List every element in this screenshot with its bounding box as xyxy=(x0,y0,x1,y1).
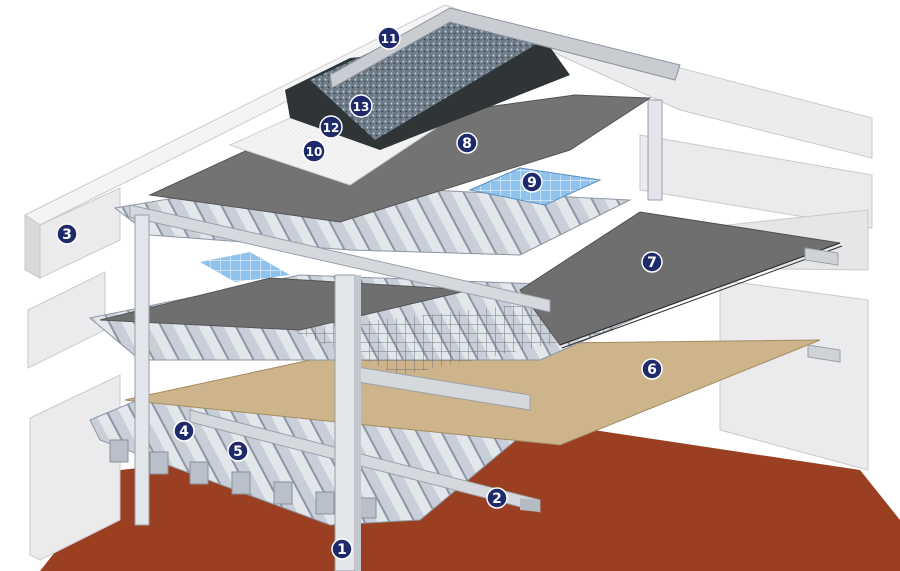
callout-4-label: 4 xyxy=(179,424,189,440)
callout-10: 10 xyxy=(302,139,326,163)
column-right-top xyxy=(647,99,663,201)
callout-2: 2 xyxy=(486,487,508,509)
callout-5-label: 5 xyxy=(233,444,243,460)
callout-10-label: 10 xyxy=(306,145,323,159)
beam-level-3 xyxy=(129,204,551,313)
slab-7-edge-rebar xyxy=(559,242,843,349)
roof-edge-11 xyxy=(329,7,681,89)
callout-3: 3 xyxy=(56,223,78,245)
callout-8: 8 xyxy=(456,132,478,154)
callout-12: 12 xyxy=(319,115,343,139)
callout-1-label: 1 xyxy=(337,542,347,558)
callout-4: 4 xyxy=(173,420,195,442)
callout-9-label: 9 xyxy=(527,175,537,191)
callout-7-label: 7 xyxy=(647,255,657,271)
main-beam-2 xyxy=(189,409,541,513)
deck-ribs-level-1 xyxy=(109,439,377,519)
callout-5: 5 xyxy=(227,440,249,462)
callouts: 1 2 3 4 5 6 7 8 xyxy=(56,26,663,560)
callout-2-label: 2 xyxy=(492,491,502,507)
callout-6: 6 xyxy=(641,358,663,380)
callout-11-label: 11 xyxy=(381,32,398,46)
mesh-insert-lower xyxy=(200,252,290,282)
callout-12-label: 12 xyxy=(323,121,340,135)
callout-1: 1 xyxy=(331,538,353,560)
callout-13: 13 xyxy=(349,94,373,118)
reinforcement-grid xyxy=(290,300,620,375)
column-left xyxy=(134,214,150,526)
callout-3-label: 3 xyxy=(62,227,72,243)
callout-11: 11 xyxy=(377,26,401,50)
callout-8-label: 8 xyxy=(462,136,472,152)
callout-6-label: 6 xyxy=(647,362,657,378)
callout-13-label: 13 xyxy=(353,100,370,114)
edge-beam-right xyxy=(804,247,841,363)
callout-9: 9 xyxy=(521,171,543,193)
column-1 xyxy=(334,274,361,571)
callout-7: 7 xyxy=(641,251,663,273)
